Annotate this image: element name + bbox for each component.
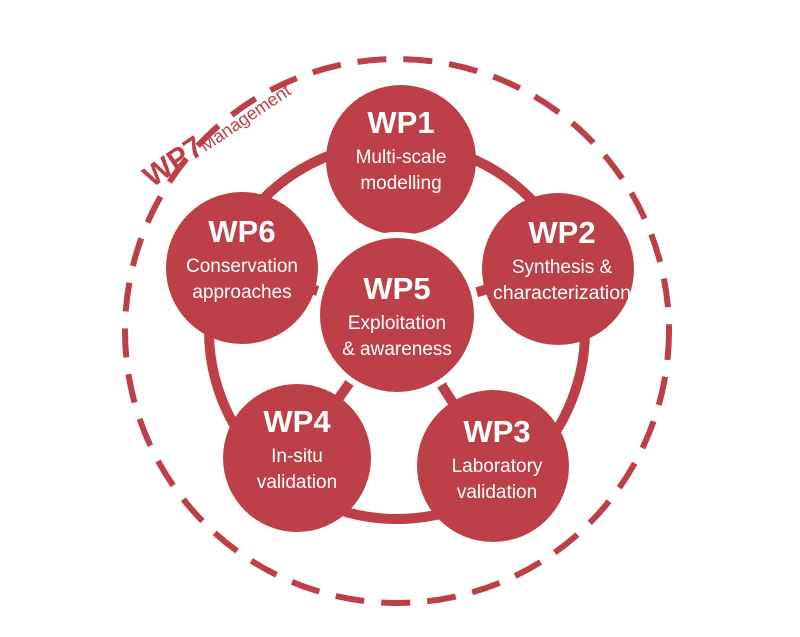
node-wp6-line1: Conservation — [186, 256, 298, 277]
management-text: Management — [196, 80, 294, 155]
node-wp5-circle — [314, 232, 480, 398]
node-wp3-code: WP3 — [463, 414, 530, 449]
node-wp5-code: WP5 — [363, 271, 430, 306]
node-wp6-code: WP6 — [208, 214, 275, 249]
node-wp6: WP6 Conservation approaches — [166, 192, 318, 344]
node-wp2-line1: Synthesis & — [512, 257, 613, 278]
node-wp5: WP5 Exploitation & awareness — [314, 232, 480, 398]
management-dashed-ring — [122, 56, 672, 606]
node-wp3: WP3 Laboratory validation — [417, 390, 569, 542]
node-wp6-circle — [166, 192, 318, 344]
node-wp2: WP2 Synthesis & characterization — [482, 193, 634, 345]
node-wp4: WP4 In-situ validation — [223, 384, 371, 532]
node-wp4-circle — [223, 384, 371, 532]
node-wp2-code: WP2 — [528, 215, 595, 250]
node-wp4-line2: validation — [257, 472, 337, 493]
node-wp1-circle — [326, 85, 476, 235]
node-wp3-line1: Laboratory — [452, 456, 543, 477]
node-wp1-line1: Multi-scale — [356, 147, 447, 168]
node-wp4-line1: In-situ — [271, 446, 323, 467]
management-label: WP7 Management — [137, 80, 294, 194]
node-wp4-code: WP4 — [263, 404, 331, 439]
node-wp1-line2: modelling — [360, 173, 441, 194]
node-wp1: WP1 Multi-scale modelling — [326, 85, 476, 235]
node-wp2-line2: characterization — [493, 283, 631, 304]
node-wp5-line2: & awareness — [342, 339, 452, 360]
node-wp1-code: WP1 — [367, 105, 434, 140]
node-wp2-circle — [482, 193, 634, 345]
node-wp3-circle — [417, 390, 569, 542]
node-wp3-line2: validation — [457, 482, 537, 503]
node-wp5-line1: Exploitation — [348, 313, 446, 334]
node-wp6-line2: approaches — [192, 282, 291, 303]
